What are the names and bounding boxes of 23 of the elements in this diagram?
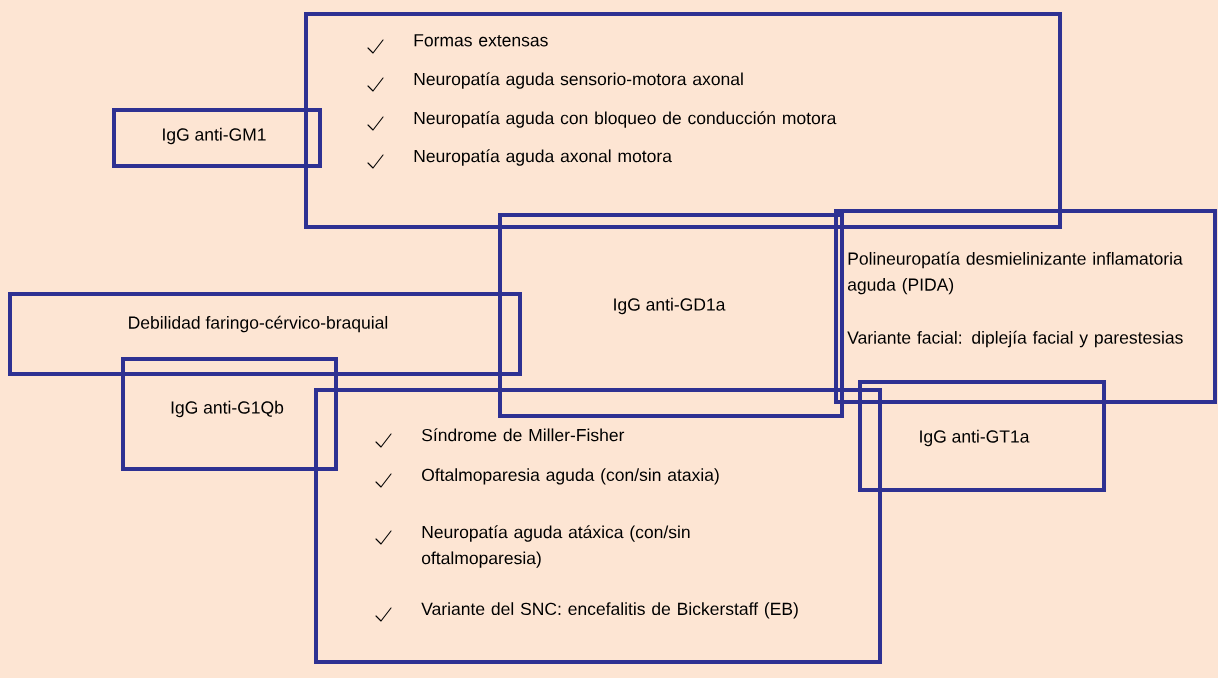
text-box	[858, 380, 1106, 492]
list-item: Oftalmoparesia aguda (con/sin ataxia)	[422, 468, 719, 485]
text-box	[8, 292, 522, 376]
list-item: Variante del SNC: encefalitis de Bickerstaff (EB)	[421, 602, 798, 619]
list-item: Síndrome de Miller-Fisher	[422, 428, 625, 442]
list-item: Neuropatía aguda con bloqueo de conducción motora	[414, 111, 837, 128]
list-item: Neuropatía aguda axonal motora	[414, 149, 672, 166]
box-label: Debilidad faringo-cérvico-braquial	[129, 315, 388, 333]
list-item: Formas extensas	[414, 34, 548, 47]
list-item: Neuropatía aguda sensorio-motora axonal	[414, 72, 743, 89]
text-box	[304, 12, 1062, 229]
box-label: IgG anti-GD1a	[614, 297, 726, 315]
box-label: IgG anti-G1Qb	[171, 400, 284, 418]
text-box	[121, 357, 338, 471]
list-item: Neuropatía aguda atáxica (con/sin oftalmoparesia)	[421, 525, 690, 568]
text-box	[498, 213, 844, 418]
box-label: IgG anti-GT1a	[920, 429, 1030, 447]
text-box	[314, 388, 882, 664]
box-text: Polineuropatía desmielinizante inflamatoria aguda (PIDA)	[847, 251, 1183, 295]
text-box	[112, 108, 322, 168]
box-label: IgG anti-GM1	[163, 127, 266, 145]
text-box	[834, 209, 1217, 404]
box-text: Variante facial: diplejía facial y parestesias	[847, 330, 1183, 348]
